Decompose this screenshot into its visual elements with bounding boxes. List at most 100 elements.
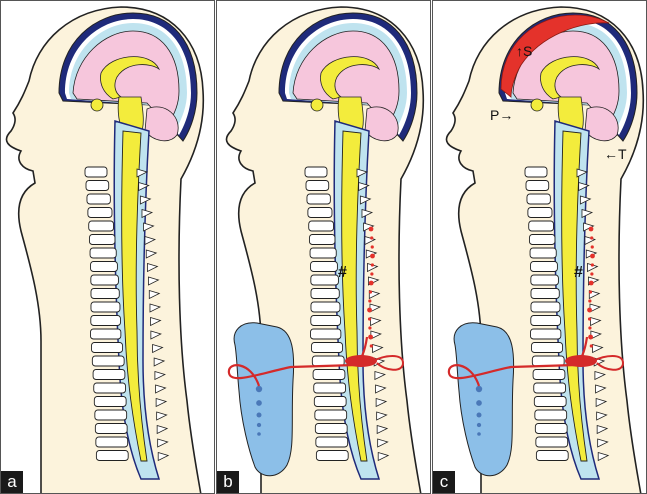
vertebral-body [525,167,547,177]
vertebral-body [531,316,561,326]
vertebral-body [531,289,559,299]
vertebral-body [536,451,568,461]
vertebral-body [314,383,346,393]
blood-dot [367,308,372,313]
blood-dot [371,245,374,248]
vertebral-body [316,451,348,461]
blood-dot [371,263,374,266]
anatomy-drawing [433,1,647,494]
panel-label: b [217,471,239,493]
vertebral-body [308,208,332,218]
blood-dot [369,227,374,232]
vertebral-body [311,275,339,285]
pump-port [257,432,261,436]
vertebral-body [306,181,329,191]
vertebral-body [91,262,118,272]
vertebral-body [311,316,341,326]
blood-dot [588,299,591,302]
blood-dot [369,281,374,286]
blood-dot [369,290,372,293]
blood-dot [588,317,591,320]
vertebral-body [527,194,550,204]
vertebral-body [315,410,347,420]
pump-port [256,400,262,406]
vertebral-body [531,302,560,312]
anatomy-group [6,7,203,494]
vertebral-body [314,397,346,407]
pump-port [477,432,481,436]
blood-dot [588,335,593,340]
vertebral-body [309,221,334,231]
vertebral-body [90,248,116,258]
s-arrow-label: ↑S [516,43,532,59]
blood-dot [590,254,595,259]
vertebral-body [96,451,128,461]
blood-dot [589,227,594,232]
blood-dot [370,254,375,259]
blood-dot [370,344,373,347]
vertebral-body [311,289,339,299]
pump-port [477,423,481,427]
vertebral-body [313,370,345,380]
pump-reservoir [454,323,514,476]
blood-dot [368,299,371,302]
vertebral-body [89,235,115,245]
blood-dot [587,308,592,313]
vertebral-body [535,424,567,434]
vertebral-body [533,370,565,380]
vertebral-body [316,437,348,447]
vertebral-body [528,208,552,218]
blood-dot [589,290,592,293]
pump-port [257,413,262,418]
vertebral-body [529,235,555,245]
vertebral-body [95,424,127,434]
vertebral-body [307,194,330,204]
pump-port [476,400,482,406]
vertebral-body [85,167,107,177]
vertebral-body [90,329,120,339]
vertebral-body [311,262,338,272]
blood-dot [588,326,591,329]
catheter-entry [345,355,377,367]
vertebral-body [535,410,567,420]
vertebral-body [529,221,554,231]
vertebral-body [311,302,340,312]
pituitary [91,99,103,111]
pump-port [257,423,261,427]
vertebral-body [309,235,335,245]
p-arrow-label: P→ [490,107,513,123]
t-arrow-label: ←T [604,146,627,162]
vertebral-body [310,329,340,339]
panel-a: a [0,0,215,494]
blood-dot [590,344,593,347]
vertebral-body [94,383,126,393]
pump-port [477,413,482,418]
blood-dot [370,236,373,239]
vertebral-body [311,343,342,353]
anatomy-group [446,7,643,494]
pump-port [256,386,262,392]
vertebral-body [86,181,109,191]
blood-dot [590,272,593,275]
vertebral-body [91,316,121,326]
blood-dot [370,272,373,275]
vertebral-body [531,275,559,285]
vertebral-body [526,181,549,191]
vertebral-body [91,289,119,299]
pituitary [311,99,323,111]
vertebral-body [91,302,120,312]
vertebral-body [95,410,127,420]
vertebral-body [530,329,560,339]
catheter-entry [565,355,597,367]
vertebral-body [531,262,558,272]
vertebral-body [88,208,112,218]
vertebral-body [93,370,125,380]
vertebral-body [534,383,566,393]
panel-label: a [1,471,23,493]
blood-dot [368,317,371,320]
hash-marker: # [574,264,583,282]
pump-reservoir [234,323,294,476]
vertebral-body [92,356,124,366]
vertebral-body [536,437,568,447]
anatomy-group [226,7,423,494]
